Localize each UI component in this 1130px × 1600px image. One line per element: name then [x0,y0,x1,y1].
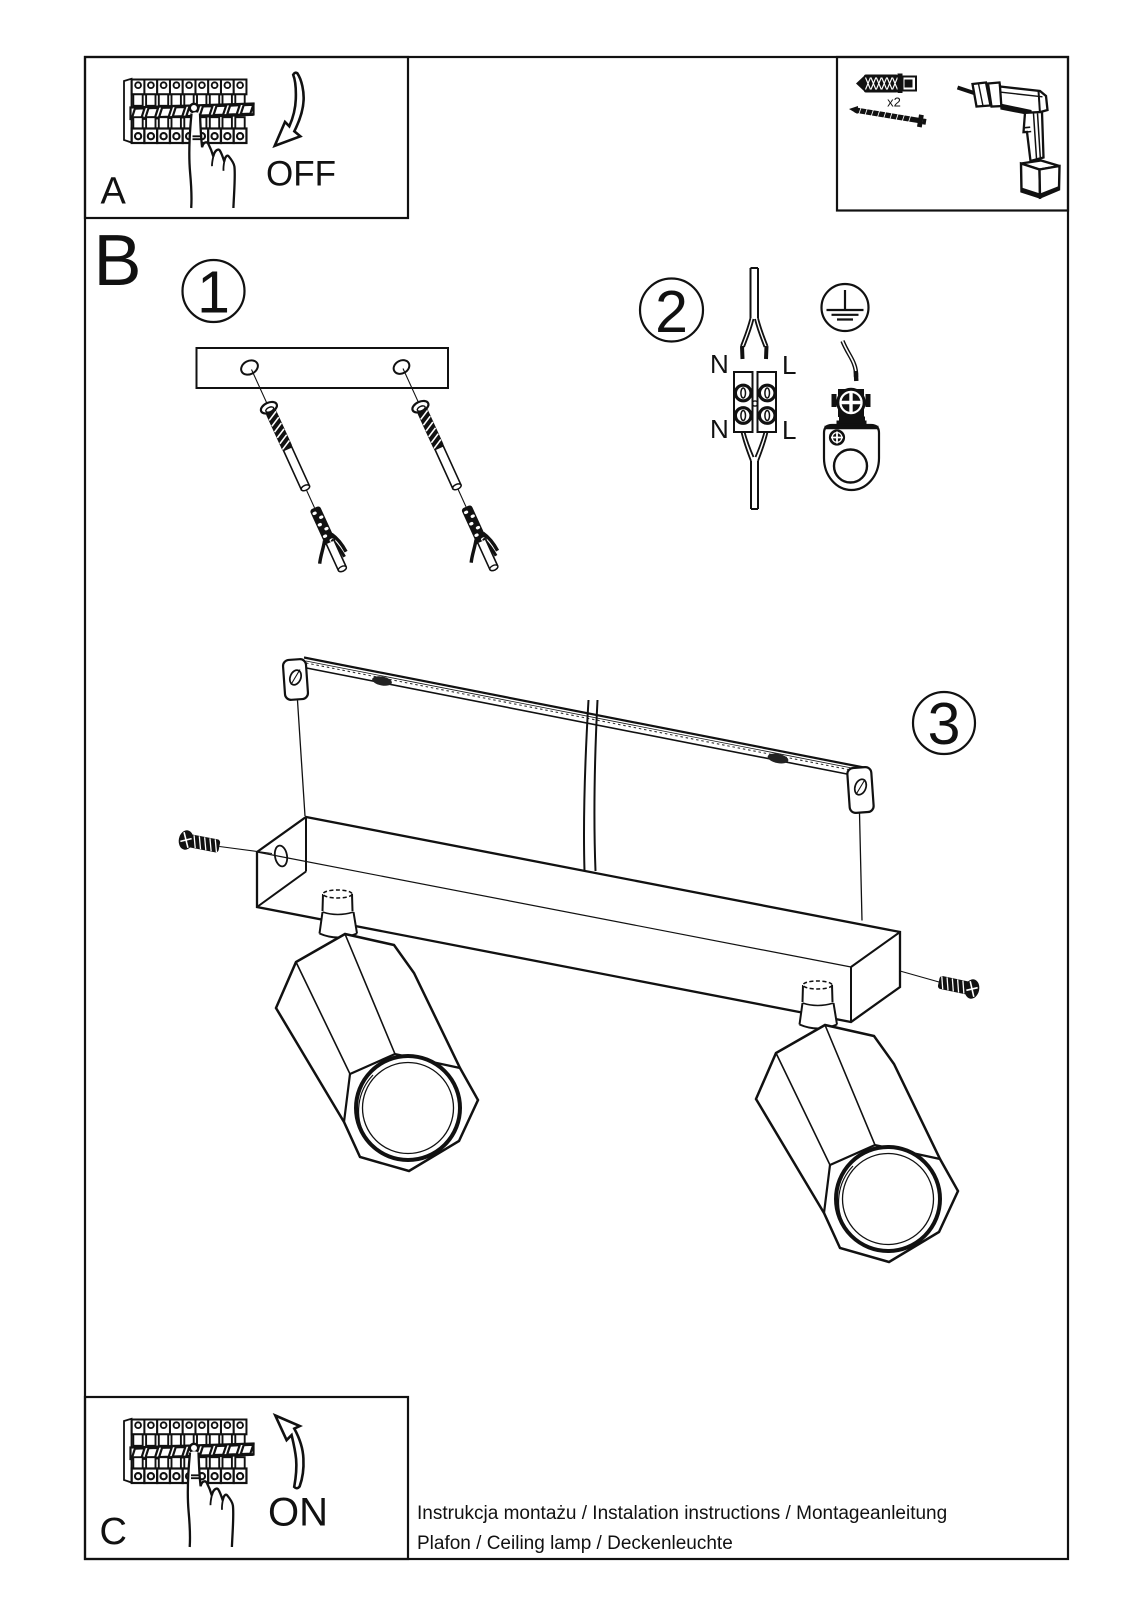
svg-text:x2: x2 [887,95,901,110]
svg-text:C: C [100,1511,127,1553]
svg-text:OFF: OFF [266,155,336,194]
svg-text:L: L [782,415,796,445]
svg-text:N: N [710,349,729,379]
svg-text:N: N [710,414,729,444]
svg-text:L: L [782,350,796,380]
svg-text:2: 2 [655,279,688,345]
svg-text:B: B [94,221,142,301]
svg-text:A: A [101,171,127,213]
svg-text:Plafon / Ceiling lamp / Decken: Plafon / Ceiling lamp / Deckenleuchte [417,1533,733,1554]
svg-text:ON: ON [268,1491,328,1535]
svg-text:3: 3 [928,691,961,757]
svg-text:1: 1 [197,260,230,326]
svg-text:Instrukcja montażu / Instalati: Instrukcja montażu / Instalation instruc… [417,1503,947,1524]
